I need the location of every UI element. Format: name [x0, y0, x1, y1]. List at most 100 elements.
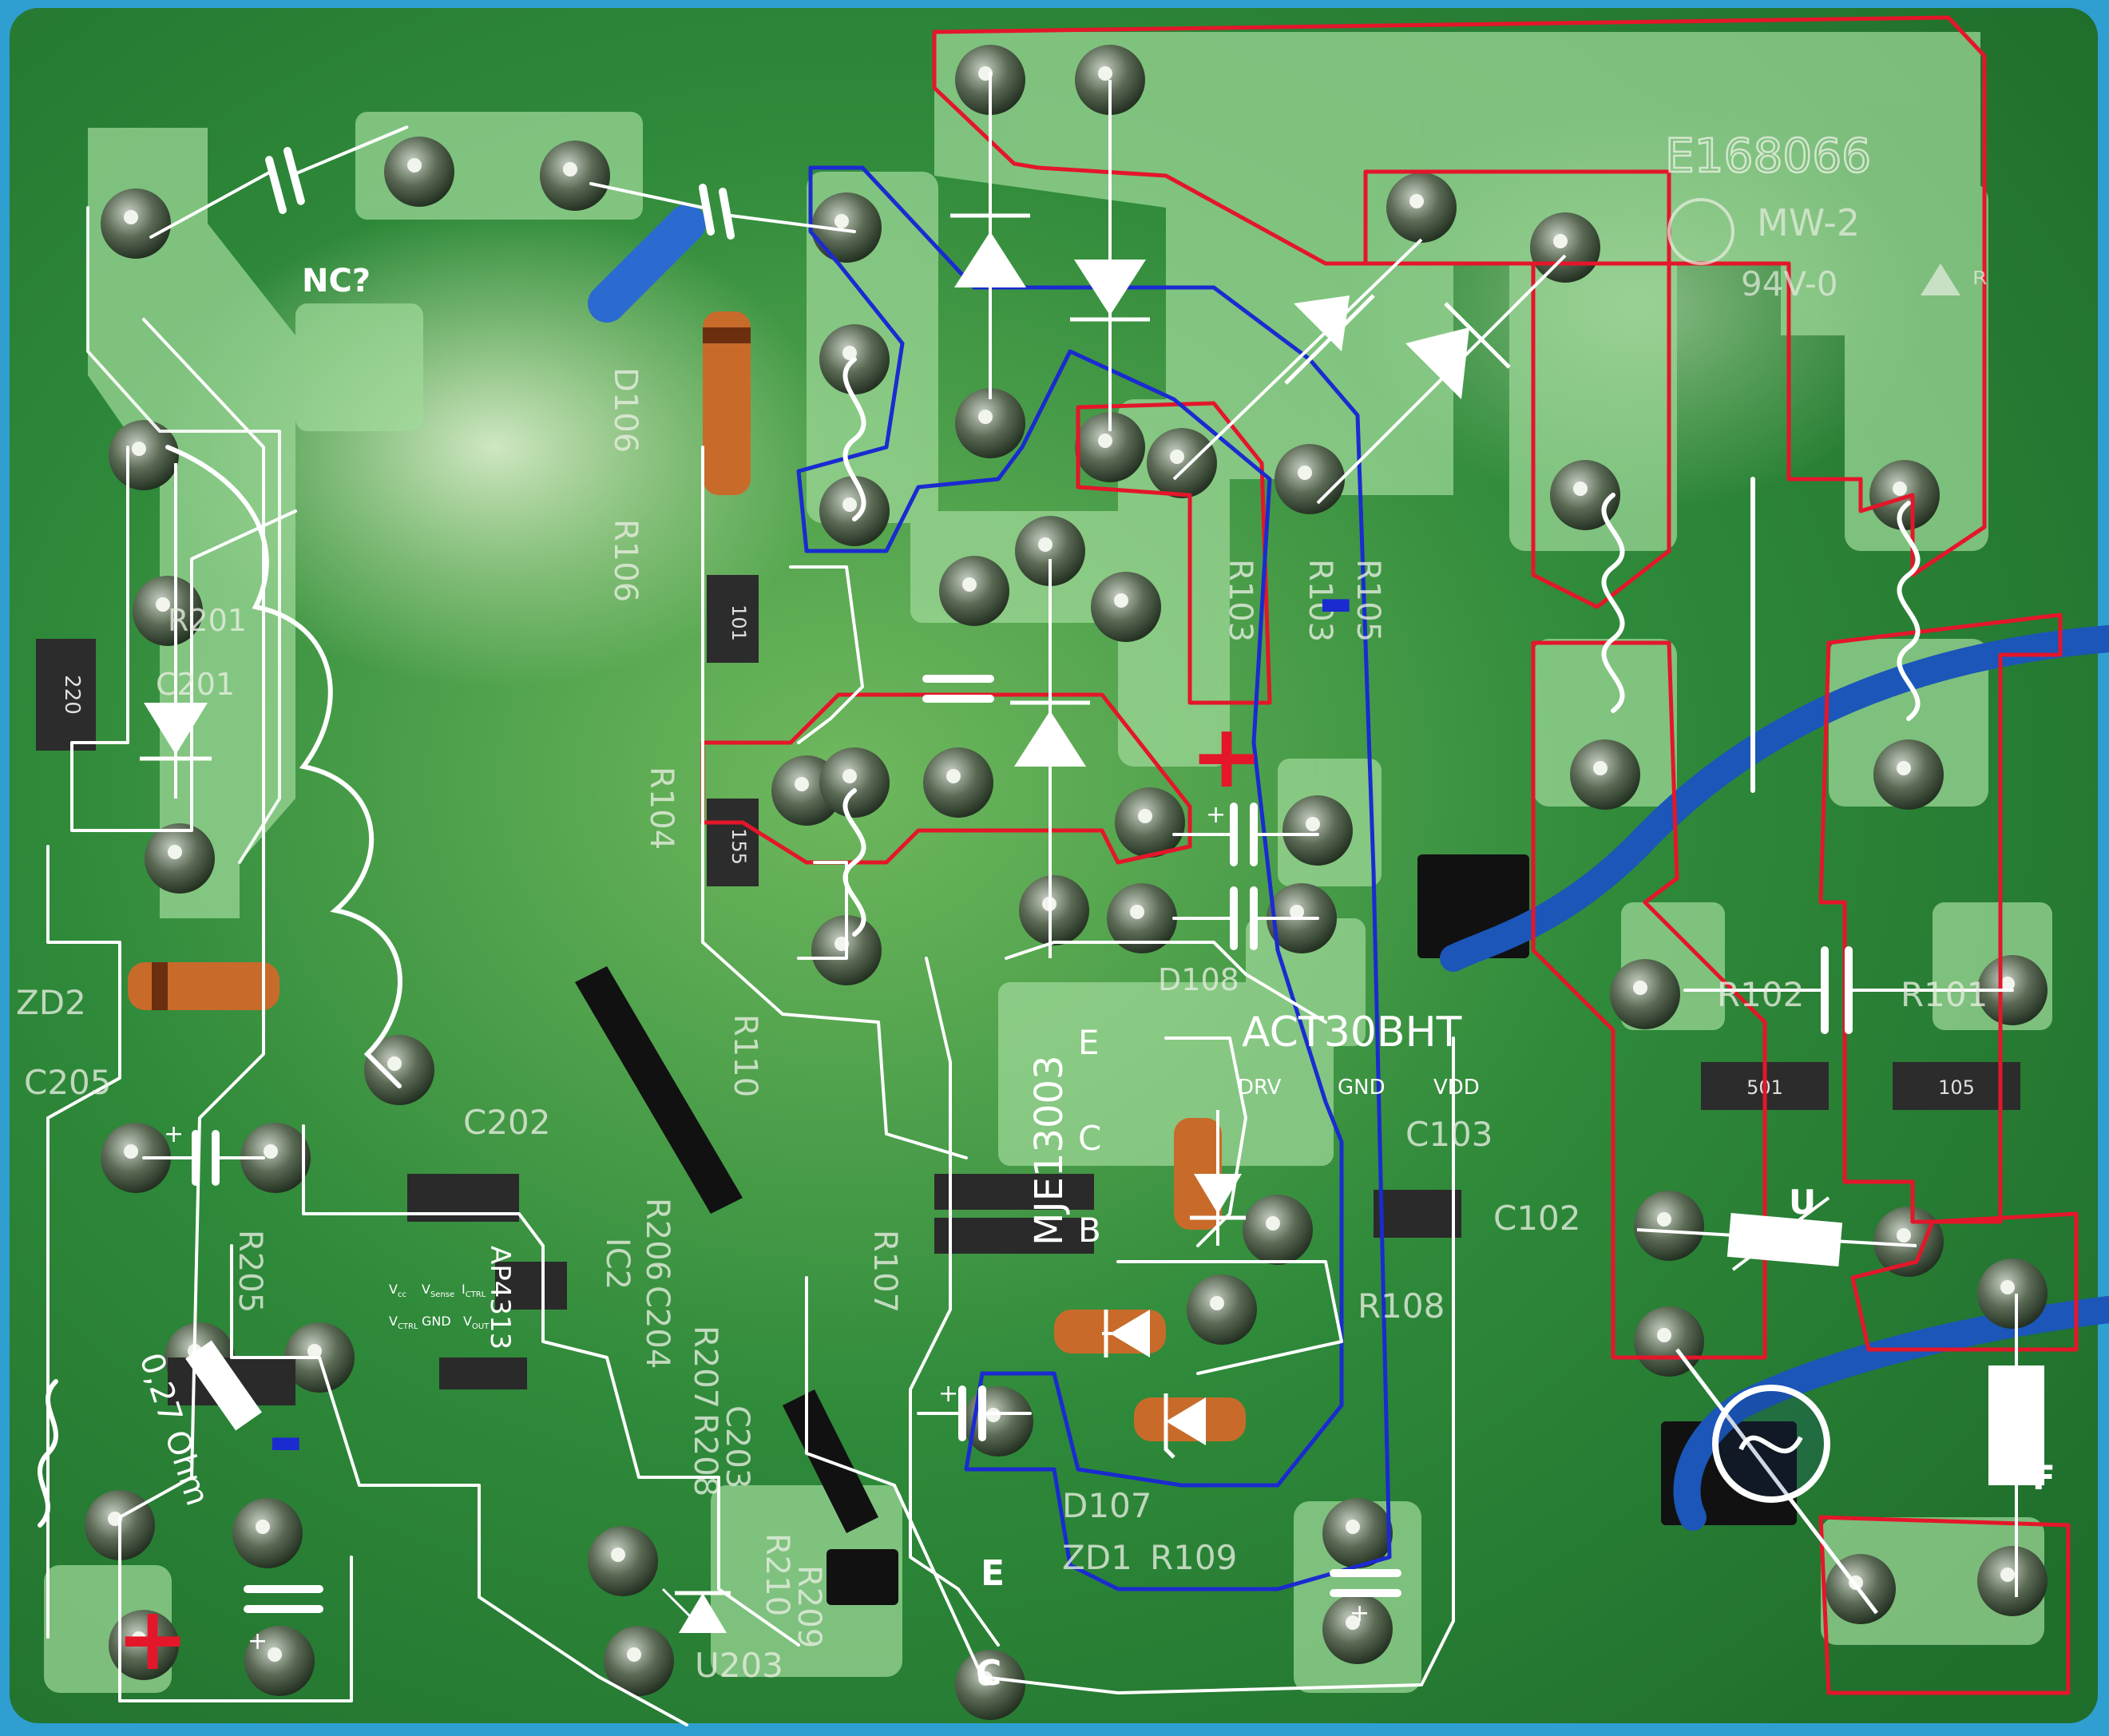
solder-highlight: [563, 162, 577, 176]
reg-pin-vsense: VSense: [422, 1282, 454, 1299]
annotation-varistor: U: [1789, 1183, 1816, 1222]
solder-joint: [1147, 428, 1217, 498]
solder-joint: [1386, 172, 1457, 243]
solder-highlight: [1893, 482, 1907, 496]
inductor-coils: [38, 357, 1921, 1528]
solder-highlight: [1409, 194, 1424, 208]
smd-marking-r106: 101: [727, 604, 750, 641]
smd-resistor-r106: [707, 575, 759, 663]
capacitor-c107: [1330, 1569, 1401, 1597]
solder-highlight: [962, 577, 977, 592]
solder-highlight: [1290, 905, 1304, 919]
solder-highlight: [307, 1344, 322, 1358]
solder-joint: [955, 388, 1025, 458]
solder-highlight: [627, 1647, 641, 1662]
solder-joint: [1075, 412, 1145, 482]
solder-highlight: [407, 158, 422, 172]
annotation-opto-e: E: [981, 1553, 1005, 1594]
solder-highlight: [1098, 66, 1112, 81]
varistor: [1636, 1196, 1917, 1271]
label-ic2: IC2: [599, 1238, 636, 1290]
label-r103b: R103: [1302, 559, 1338, 642]
solder-highlight: [842, 346, 857, 360]
pcb-logo-block: E168066 MW-2 94V-0 ᴿ: [1664, 128, 1988, 303]
solder-joint: [540, 141, 610, 211]
solder-highlight: [842, 497, 857, 512]
solder-highlight: [1266, 1216, 1280, 1231]
label-r106: R106: [607, 519, 644, 602]
label-r205: R205: [232, 1230, 268, 1313]
solder-highlight: [1897, 761, 1911, 775]
smd-marking-r101: 105: [1938, 1076, 1975, 1099]
solder-highlight: [1897, 1228, 1911, 1243]
label-r108: R108: [1358, 1286, 1445, 1326]
ur-mark-icon: ᴿ: [1972, 264, 1987, 303]
smd-resistor-r201: [36, 639, 96, 751]
capacitor-x: [1683, 946, 2014, 1034]
diode-d103: [1010, 559, 1090, 958]
label-zd2: ZD2: [16, 983, 86, 1022]
mains-input-symbols: [185, 1196, 2044, 1615]
solder-joint: [101, 188, 171, 259]
solder-joint: [364, 1035, 434, 1105]
diode-bridge-4: [1316, 254, 1567, 505]
annotation-minus-output: -: [268, 1388, 304, 1490]
label-c204: C204: [639, 1286, 676, 1369]
label-c103: C103: [1405, 1115, 1493, 1154]
solder-joint: [819, 476, 890, 546]
annotation-plus-output: +: [116, 1587, 189, 1690]
schematic-overlay: [46, 206, 1455, 1726]
solder-highlight: [264, 1144, 278, 1159]
label-r103: R103: [1222, 559, 1259, 642]
annotation-pin-b: B: [1078, 1211, 1101, 1250]
solder-highlight: [2000, 1280, 2015, 1294]
solder-highlight: [1306, 817, 1320, 831]
annotation-pin-gnd: GND: [1338, 1076, 1386, 1100]
solder-joint: [1091, 572, 1161, 642]
solder-joint: [1275, 444, 1345, 514]
label-r109: R109: [1150, 1538, 1237, 1577]
solder-highlight: [132, 442, 146, 456]
solder-highlight: [1346, 1520, 1360, 1534]
annotation-controller: ACT30BHT: [1242, 1009, 1462, 1056]
solder-highlight: [268, 1647, 282, 1662]
label-c203: C203: [719, 1405, 755, 1488]
solder-highlight: [156, 597, 170, 612]
solder-joint: [1115, 787, 1185, 858]
solder-highlight: [132, 1631, 146, 1646]
regulator-pin-labels: Vcc VSense ICTRL VCTRL GND VOUT: [389, 1282, 490, 1331]
annotation-pin-e: E: [1078, 1023, 1100, 1062]
reg-pin-ictrl: ICTRL: [462, 1282, 486, 1299]
annotation-cap-plus-c203: +: [248, 1627, 268, 1655]
capacitor-c205: [142, 1130, 265, 1186]
ul-logo-icon: ᴿ: [1667, 198, 1987, 303]
annotation-opto-c: C: [976, 1653, 1001, 1694]
diode-d107: [1102, 1310, 1150, 1357]
label-u203: U203: [695, 1646, 783, 1685]
solder-highlight: [2000, 977, 2015, 991]
label-c201: C201: [156, 667, 235, 702]
annotation-pin-c: C: [1078, 1119, 1101, 1158]
mw-code: MW-2: [1757, 201, 1860, 244]
solder-joint: [1243, 1195, 1313, 1265]
solder-highlight: [834, 214, 849, 228]
diode-d108: [1190, 1110, 1246, 1246]
solder-highlight: [168, 845, 182, 859]
solder-joint: [939, 556, 1009, 626]
solder-highlight: [1170, 450, 1184, 464]
label-r107: R107: [866, 1230, 903, 1313]
diode-bridge-1: [950, 72, 1030, 399]
solder-highlight: [611, 1548, 625, 1562]
capacitor-c101: [589, 182, 856, 240]
diode-symbols: [140, 72, 1567, 1633]
solder-highlight: [842, 769, 857, 783]
solder-joint: [133, 576, 203, 646]
solder-highlight: [1573, 482, 1588, 496]
solder-joint: [232, 1498, 303, 1568]
solder-joint: [240, 1123, 311, 1193]
shunt-resistor: [185, 1340, 262, 1431]
label-r102: R102: [1717, 975, 1804, 1014]
label-c202: C202: [463, 1103, 551, 1142]
annotation-cap-plus-c205: +: [164, 1120, 184, 1148]
